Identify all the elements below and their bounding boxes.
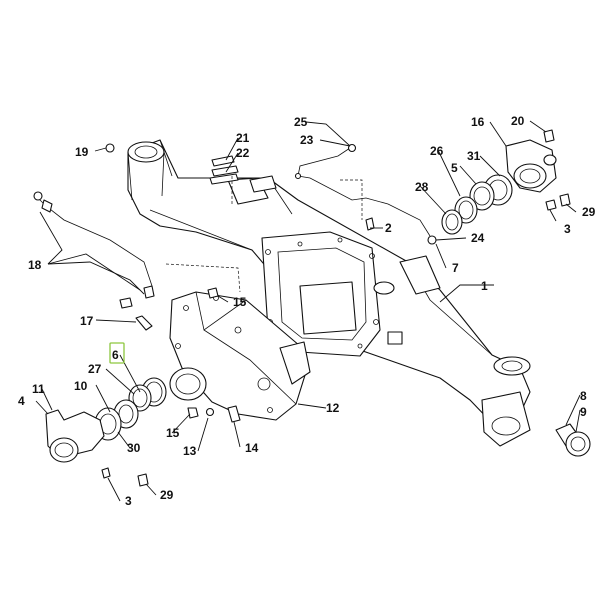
callout-3: 3 [125,494,132,508]
callout-13: 13 [183,444,197,458]
callout-3: 3 [564,222,571,236]
callout-19: 19 [75,145,89,159]
callout-26: 26 [430,144,444,158]
callout-17: 17 [80,314,94,328]
sensor-cable-drawing [33,191,155,309]
callout-7: 7 [452,261,459,275]
left-hub-drawing [45,399,149,487]
callout-27: 27 [88,362,102,376]
callout-16: 16 [471,115,485,129]
callout-25: 25 [294,115,308,129]
callout-15: 15 [233,295,247,309]
callout-15: 15 [166,426,180,440]
callout-31: 31 [467,149,481,163]
callout-29: 29 [582,205,596,219]
callout-1: 1 [481,279,488,293]
leader-lines [35,120,581,502]
callout-29: 29 [160,488,174,502]
callout-4: 4 [18,394,25,408]
callout-8: 8 [580,389,587,403]
callout-23: 23 [300,133,314,147]
axle-beam-drawing [127,139,531,447]
callout-5: 5 [451,161,458,175]
brake-pipe-drawing [294,143,437,245]
callout-2: 2 [385,221,392,235]
callout-6: 6 [112,348,119,362]
reference-lines [165,176,363,293]
bushings-drawing [555,423,591,457]
callout-11: 11 [32,382,45,396]
callout-18: 18 [28,258,42,272]
callout-21: 21 [236,131,250,145]
callout-22: 22 [236,146,250,160]
callout-14: 14 [245,441,259,455]
highlight-box [109,342,125,364]
callout-24: 24 [471,231,485,245]
callout-20: 20 [511,114,525,128]
gear-housing-drawing [128,287,311,423]
right-hub-drawing [441,129,571,235]
callout-30: 30 [127,441,141,455]
small-fasteners-drawing [105,143,239,331]
callout-9: 9 [580,405,587,419]
callout-12: 12 [326,401,340,415]
callout-28: 28 [415,180,429,194]
callout-labels: 1 2 3 3 4 5 6 7 8 9 10 11 12 13 14 15 15… [18,114,596,508]
callout-10: 10 [74,379,88,393]
